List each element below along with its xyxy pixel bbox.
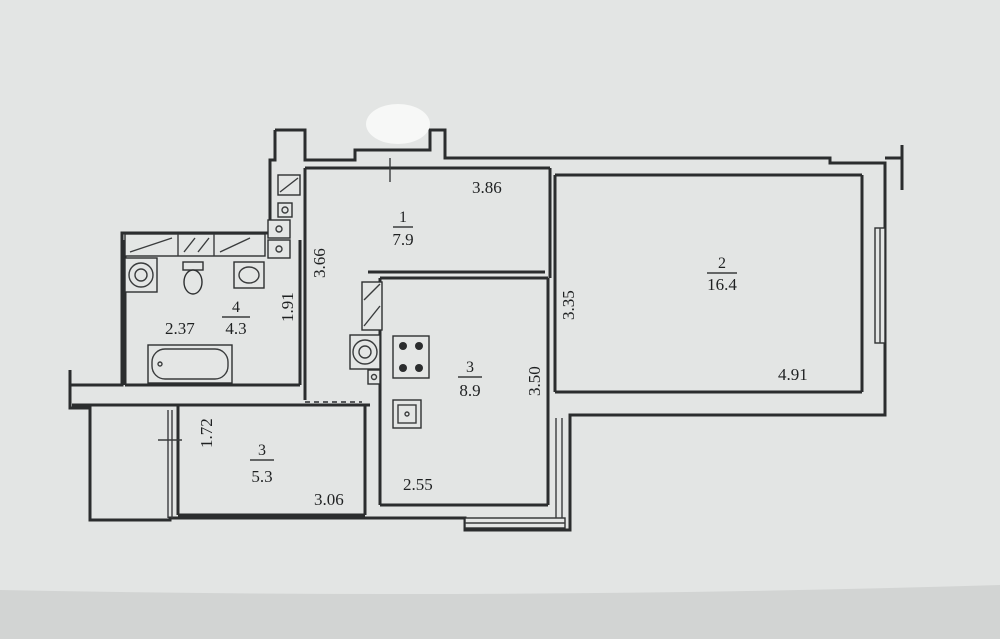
dimension-labels: 3.86 3.66 3.35 4.91 3.50 2.55 2.37 1.91 … xyxy=(165,178,808,509)
kitchen-number: 3 xyxy=(466,359,474,376)
shafts xyxy=(267,174,383,385)
bathroom-fixtures xyxy=(124,233,266,384)
corridor-number: 1 xyxy=(399,209,407,226)
loggia-number: 3 xyxy=(258,442,266,459)
bathroom-area: 4.3 xyxy=(225,319,246,338)
dim-loggia-width: 3.06 xyxy=(314,490,344,509)
bathroom-number: 4 xyxy=(232,299,240,316)
outer-walls xyxy=(68,128,904,532)
room-area: 16.4 xyxy=(707,275,737,294)
interior-walls xyxy=(72,166,864,517)
redaction-mark xyxy=(366,104,430,144)
corridor-area: 7.9 xyxy=(392,230,413,249)
dim-loggia-height: 1.72 xyxy=(197,418,216,448)
dim-kitchen-width: 2.55 xyxy=(403,475,433,494)
kitchen-area: 8.9 xyxy=(459,381,480,400)
dim-bath-height: 1.91 xyxy=(278,292,297,322)
dim-corridor-width: 3.86 xyxy=(472,178,502,197)
loggia-area: 5.3 xyxy=(251,467,272,486)
dim-room-width: 4.91 xyxy=(778,365,808,384)
room-number: 2 xyxy=(718,255,726,272)
dim-bath-width: 2.37 xyxy=(165,319,195,338)
kitchen-fixtures xyxy=(349,334,430,429)
dim-corridor-length: 3.66 xyxy=(310,248,329,278)
dim-room-height: 3.35 xyxy=(559,290,578,320)
windows xyxy=(158,227,886,529)
paper-shadow xyxy=(0,585,1000,639)
dim-kitchen-height: 3.50 xyxy=(525,366,544,396)
room-labels: 1 7.9 2 16.4 3 8.9 3 5.3 4 4.3 xyxy=(222,209,737,486)
